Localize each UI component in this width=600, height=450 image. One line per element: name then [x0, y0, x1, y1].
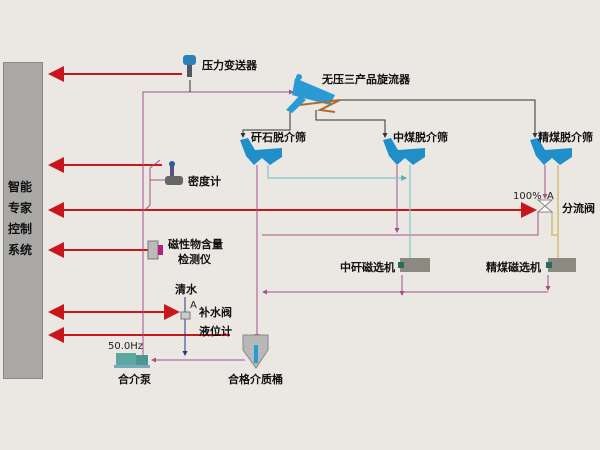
level-meter-label: 液位计	[199, 325, 232, 338]
clean-separator-icon	[546, 258, 576, 272]
control-system-text: 专家	[8, 201, 33, 215]
pressure-transmitter-label: 压力变送器	[202, 59, 257, 72]
gangue-screen-label: 矸石脱介筛	[251, 131, 306, 144]
cyclone-icon	[286, 74, 341, 113]
middling-screen-label: 中煤脱介筛	[393, 131, 448, 144]
cyclone-label: 无压三产品旋流器	[322, 73, 410, 86]
pump-frequency: 50.0Hz	[108, 341, 144, 352]
magnetic-meter-icon	[147, 240, 163, 260]
dilute-medium-lines	[267, 165, 411, 258]
magnetic-meter-label-2: 检测仪	[178, 253, 211, 266]
clean-separator-label: 精煤磁选机	[486, 261, 541, 274]
diverter-valve-label: 分流阀	[562, 202, 595, 215]
clean-coal-screen-label: 精煤脱介筛	[538, 131, 593, 144]
density-meter-label: 密度计	[188, 175, 221, 188]
control-system-text: 控制	[8, 222, 33, 236]
pump-label: 合介泵	[118, 373, 151, 386]
makeup-mode: A	[190, 300, 197, 311]
pump-icon[interactable]	[114, 353, 150, 368]
diverter-mode: A	[547, 191, 554, 202]
magnetic-meter-label: 磁性物含量	[168, 238, 223, 251]
middling-screen-icon	[383, 138, 425, 165]
control-system-text: 智能	[8, 180, 33, 194]
clean-water-label: 清水	[175, 283, 197, 296]
medium-lines	[142, 89, 551, 363]
makeup-valve-icon[interactable]	[180, 311, 191, 320]
medium-tank-icon	[242, 334, 269, 369]
middling-separator-label: 中矸磁选机	[340, 261, 395, 274]
process-lines	[189, 80, 538, 138]
medium-tank-label: 合格介质桶	[228, 373, 283, 386]
gangue-screen-icon	[240, 138, 282, 165]
pressure-transmitter-icon	[183, 55, 196, 77]
diverter-percent: 100%	[513, 191, 542, 202]
density-meter-icon	[165, 161, 183, 185]
diverter-valve-icon[interactable]	[536, 199, 554, 213]
control-system-text: 系统	[8, 243, 33, 257]
makeup-valve-label: 补水阀	[199, 306, 232, 319]
concentrate-lines	[551, 165, 559, 258]
clean-coal-screen-icon	[530, 138, 572, 165]
signal-lines	[48, 66, 537, 343]
middling-separator-icon	[398, 258, 430, 272]
control-system-panel	[3, 62, 43, 379]
